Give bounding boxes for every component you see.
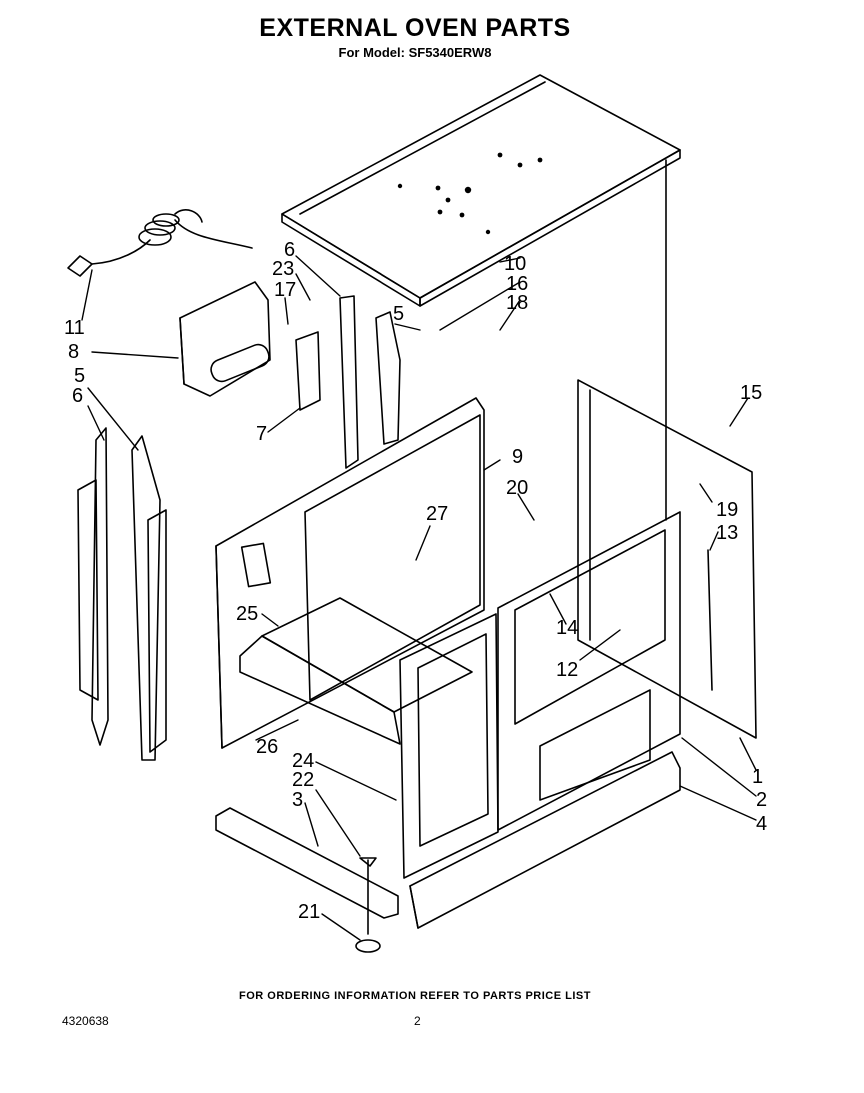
callout-19: 19 [716, 499, 738, 521]
leader-lines [81, 255, 757, 941]
callout-25: 25 [236, 603, 258, 625]
callout-22: 22 [292, 769, 314, 791]
part-inner-shelf [239, 597, 473, 745]
page-title: EXTERNAL OVEN PARTS [259, 14, 571, 42]
callout-23: 23 [272, 258, 294, 280]
callout-18: 18 [506, 292, 528, 314]
part-left-rails [77, 427, 167, 761]
callout-27: 27 [426, 503, 448, 525]
model-subtitle: For Model: SF5340ERW8 [338, 45, 492, 60]
callout-labels: 1 2 3 4 5 5 6 6 7 8 9 10 11 12 13 14 15 … [64, 239, 767, 923]
part-leveling-leg [355, 857, 381, 953]
callout-3: 3 [292, 789, 303, 811]
page-number: 2 [414, 1014, 421, 1028]
callout-1: 1 [752, 766, 763, 788]
callout-8: 8 [68, 341, 79, 363]
callout-6-center: 6 [284, 239, 295, 261]
callout-6-left: 6 [72, 385, 83, 407]
part-base-rails [215, 751, 681, 929]
callout-4: 4 [756, 813, 767, 835]
part-back-panel [215, 397, 485, 749]
callout-24: 24 [292, 750, 314, 772]
document-number: 4320638 [62, 1014, 109, 1028]
callout-5-left: 5 [74, 365, 85, 387]
callout-17: 17 [274, 279, 296, 301]
callout-2: 2 [756, 789, 767, 811]
part-side-panel [497, 511, 681, 831]
callout-7: 7 [256, 423, 267, 445]
part-top-panel [281, 74, 681, 521]
ordering-note: FOR ORDERING INFORMATION REFER TO PARTS … [239, 990, 591, 1002]
callout-5-center: 5 [393, 303, 404, 325]
callout-21: 21 [298, 901, 320, 923]
part-front-frame [399, 613, 499, 879]
callout-15: 15 [740, 382, 762, 404]
callout-16: 16 [506, 273, 528, 295]
part-power-cord [67, 209, 253, 277]
callout-10: 10 [504, 253, 526, 275]
part-junction-box [179, 281, 271, 397]
callout-26: 26 [256, 736, 278, 758]
callout-13: 13 [716, 522, 738, 544]
callout-20: 20 [506, 477, 528, 499]
callout-14: 14 [556, 617, 578, 639]
part-rear-panel [577, 379, 757, 739]
callout-11: 11 [64, 317, 85, 339]
callout-12: 12 [556, 659, 578, 681]
callout-9: 9 [512, 446, 523, 468]
part-center-rails [295, 295, 401, 469]
